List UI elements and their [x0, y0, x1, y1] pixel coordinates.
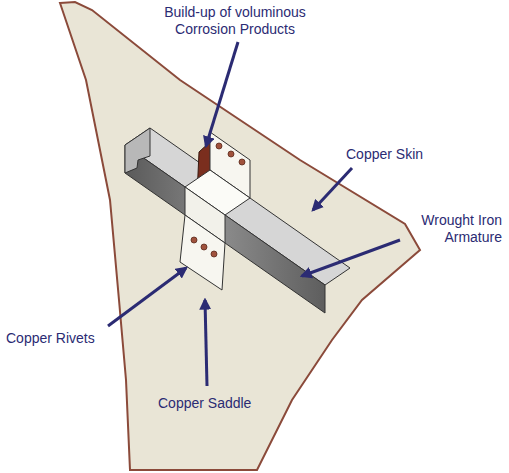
part-label: Wrought Iron Armature	[390, 212, 502, 246]
part-label: Copper Saddle	[158, 395, 288, 412]
part-label: Copper Skin	[346, 146, 466, 163]
copper-skin	[60, 2, 420, 470]
copper-rivets	[191, 143, 245, 257]
leader-arrow	[108, 268, 186, 326]
leader-arrow	[302, 240, 400, 276]
corrosion-label: Build-up of voluminous Corrosion Product…	[145, 4, 325, 38]
leader-arrow	[205, 300, 207, 386]
copper-saddle	[180, 132, 250, 290]
leader-arrow	[206, 42, 238, 146]
part-label: Copper Rivets	[6, 330, 126, 347]
leader-arrow	[313, 168, 352, 210]
wrought-iron-armature	[125, 128, 350, 313]
